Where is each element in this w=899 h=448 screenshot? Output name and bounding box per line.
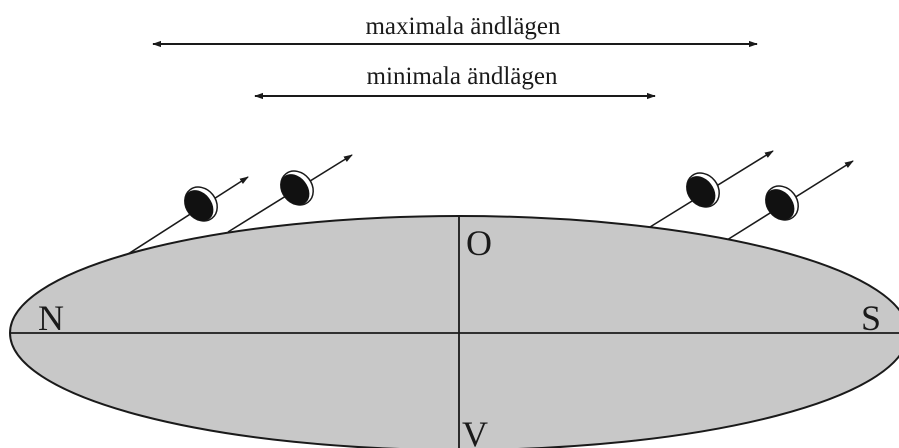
- minimum-range: minimala ändlägen: [255, 63, 655, 96]
- south-label: S: [861, 298, 881, 338]
- horizon-plane: [10, 216, 899, 448]
- maximum-range: maximala ändlägen: [153, 13, 757, 44]
- moon-icon: [680, 167, 726, 214]
- moon-north-max: [178, 181, 224, 228]
- moon-icon: [759, 180, 805, 227]
- moon-south-max: [759, 180, 805, 227]
- moon-north-min: [274, 165, 320, 212]
- north-label: N: [38, 298, 64, 338]
- maximum-range-label: maximala ändlägen: [365, 13, 561, 40]
- moon-south-min: [680, 167, 726, 214]
- east-label: O: [466, 223, 492, 263]
- west-label: V: [462, 414, 488, 448]
- moon-icon: [274, 165, 320, 212]
- moon-icon: [178, 181, 224, 228]
- minimum-range-label: minimala ändlägen: [367, 63, 558, 90]
